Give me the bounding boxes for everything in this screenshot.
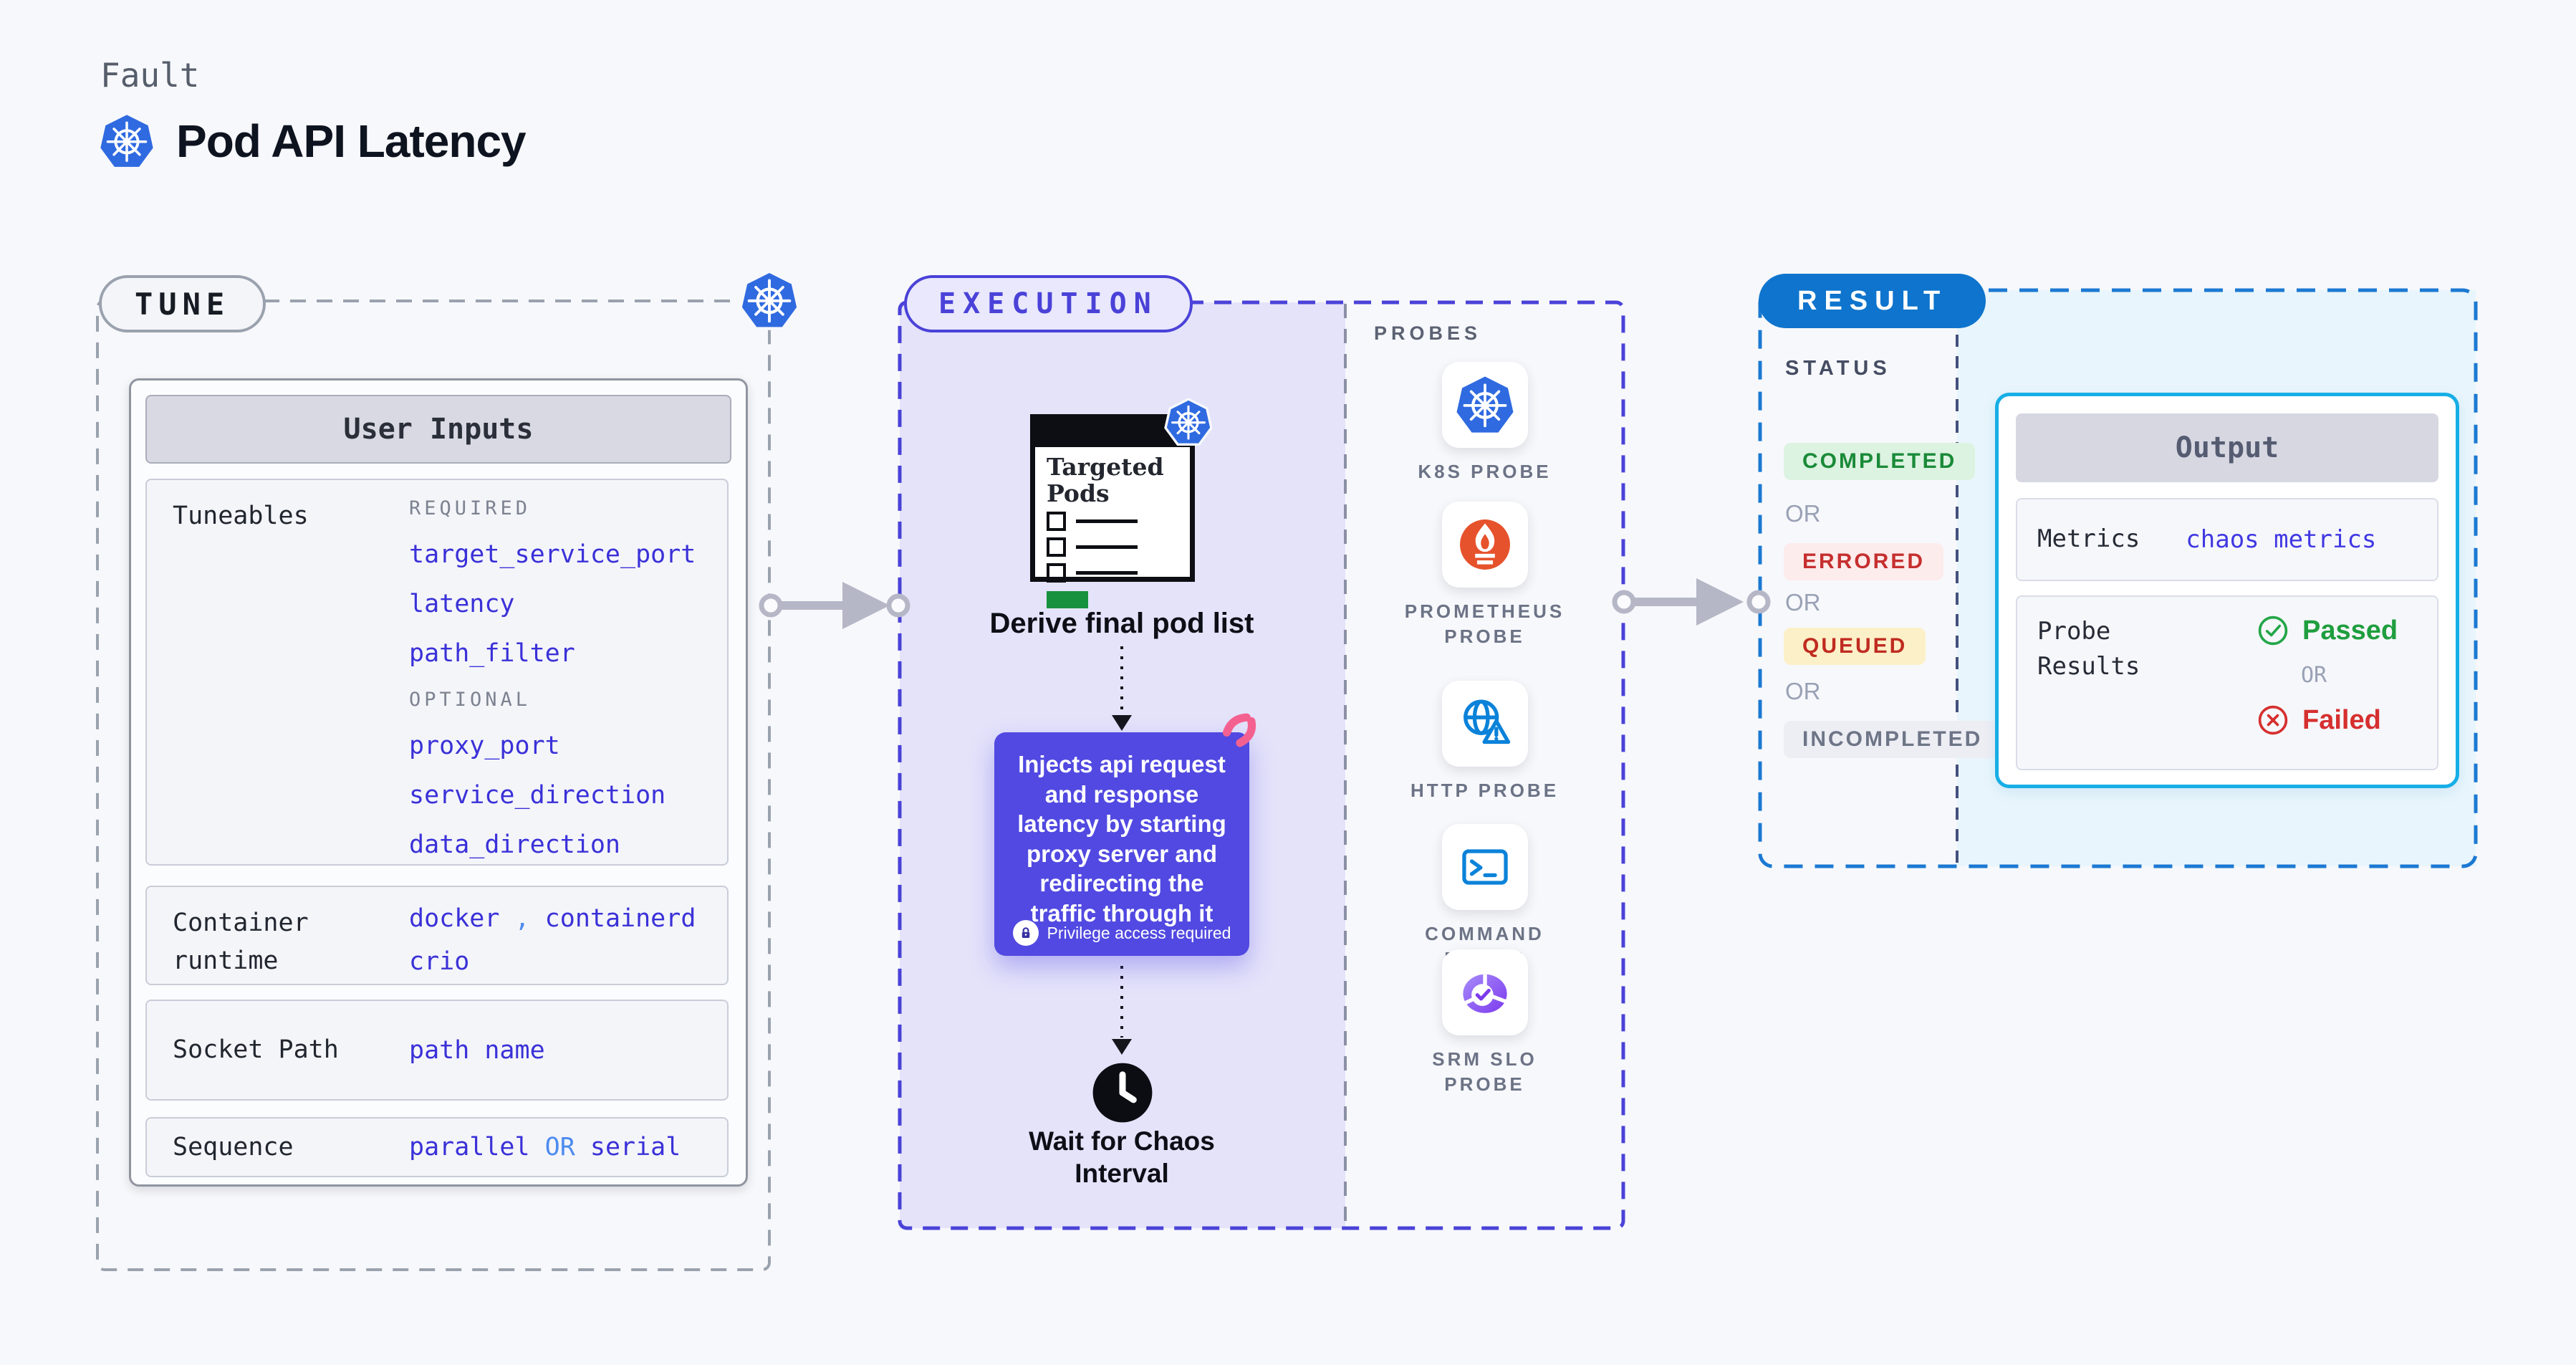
tuneable-optional: proxy_port — [409, 732, 560, 760]
kubernetes-icon — [739, 269, 800, 331]
terminal-icon — [1441, 824, 1528, 910]
tuneables-row: Tuneables REQUIRED target_service_port l… — [145, 479, 729, 866]
status-badge: INCOMPLETED — [1784, 721, 2001, 758]
probe-results-row: Probe Results Passed OR Failed — [2016, 595, 2438, 770]
checkbox-icon — [1047, 562, 1066, 583]
check-circle-icon — [2257, 614, 2289, 647]
probe-item: SRM SLO PROBE — [1345, 949, 1624, 1097]
tuneable-required: path_filter — [409, 639, 575, 668]
user-inputs-card: User Inputs Tuneables REQUIRED target_se… — [129, 378, 748, 1187]
inject-latency-text: Injects api request and response latency… — [1017, 751, 1226, 926]
output-header: Output — [2016, 413, 2438, 482]
failed-label: Failed — [2302, 704, 2381, 735]
probe-name: HTTP PROBE — [1410, 780, 1559, 801]
or-separator: OR — [1785, 678, 1821, 704]
arrow-tune-to-execution — [759, 582, 910, 629]
probe-item: HTTP PROBE — [1345, 681, 1624, 803]
k8s-icon — [1441, 362, 1528, 448]
container-runtime-label: Container runtime — [173, 909, 309, 975]
targeted-pods-title: Targeted Pods — [1047, 453, 1164, 507]
tuneable-required: target_service_port — [409, 540, 696, 569]
fault-eyebrow: Fault — [100, 56, 200, 95]
status-label: STATUS — [1785, 357, 1891, 380]
probe-item: K8S PROBE — [1345, 362, 1624, 484]
inject-latency-box: Injects api request and response latency… — [994, 732, 1249, 956]
page-title: Pod API Latency — [176, 115, 527, 167]
clipboard-header-bar — [1034, 418, 1191, 447]
status-badge: ERRORED — [1784, 543, 1944, 580]
kubernetes-icon — [1164, 398, 1213, 446]
status-badge: COMPLETED — [1784, 443, 1976, 480]
required-tag: REQUIRED — [409, 497, 532, 519]
probe-item: PROMETHEUS PROBE — [1345, 502, 1624, 649]
checkbox-icon — [1047, 537, 1066, 557]
tuneable-optional: data_direction — [409, 830, 621, 859]
failed-line: Failed — [2257, 704, 2398, 737]
socket-path-label: Socket Path — [173, 1035, 339, 1065]
sequence-label: Sequence — [173, 1132, 294, 1162]
container-runtime-row: Container runtime docker , containerd cr… — [145, 886, 729, 985]
metrics-label: Metrics — [2037, 525, 2140, 554]
tune-pill: TUNE — [99, 275, 266, 332]
metrics-row: Metrics chaos metrics — [2016, 498, 2438, 581]
result-pill: RESULT — [1759, 274, 1986, 328]
optional-tag: OPTIONAL — [409, 689, 532, 711]
checkbox-icon — [1047, 511, 1066, 531]
user-inputs-header: User Inputs — [145, 395, 731, 464]
container-runtime-values: docker , containerd — [409, 904, 696, 933]
arrow-execution-to-result — [1612, 578, 1771, 626]
kubernetes-icon — [99, 113, 155, 169]
pod-checklist — [1035, 511, 1190, 583]
probe-name: PROMETHEUS PROBE — [1404, 600, 1565, 648]
derive-pod-list-step: Derive final pod list — [989, 608, 1254, 639]
socket-path-row: Socket Path path name — [145, 1000, 729, 1101]
probe-name: K8S PROBE — [1418, 461, 1552, 482]
socket-path-value: path name — [409, 1035, 545, 1065]
or-separator: OR — [1785, 500, 1821, 527]
or-separator: OR — [2301, 663, 2327, 688]
sequence-row: Sequence parallel OR serial — [145, 1117, 729, 1177]
or-separator: OR — [1785, 589, 1821, 616]
chaos-icon — [1216, 708, 1264, 755]
slo-pie-check-icon — [1441, 949, 1528, 1035]
passed-line: Passed — [2257, 614, 2398, 647]
container-runtime-value-crio: crio — [409, 947, 470, 976]
execution-pill: EXECUTION — [904, 275, 1193, 332]
progress-bar — [1047, 590, 1088, 608]
targeted-pods-illustration: Targeted Pods — [1030, 414, 1195, 608]
tuneable-required: latency — [409, 590, 515, 618]
probe-results-label: Probe Results — [2037, 617, 2140, 681]
tuneable-optional: service_direction — [409, 781, 666, 810]
x-circle-icon — [2257, 704, 2289, 737]
probes-section-label: PROBES — [1374, 322, 1482, 344]
tuneables-label: Tuneables — [173, 502, 309, 530]
metrics-value: chaos metrics — [2186, 525, 2377, 554]
sequence-value: parallel OR serial — [409, 1133, 681, 1162]
passed-label: Passed — [2302, 615, 2398, 646]
output-box: Output Metrics chaos metrics Probe Resul… — [1995, 393, 2459, 788]
clock-icon — [1090, 1060, 1155, 1125]
privilege-note: Privilege access required — [994, 920, 1249, 946]
page-title-row: Pod API Latency — [99, 113, 527, 169]
wait-chaos-interval-step: Wait for Chaos Interval — [1029, 1126, 1215, 1189]
probe-name: SRM SLO PROBE — [1432, 1048, 1537, 1096]
http-globe-warning-icon — [1441, 681, 1528, 767]
prometheus-icon — [1441, 502, 1528, 588]
lock-icon — [1012, 920, 1039, 946]
status-badge: QUEUED — [1784, 628, 1926, 665]
